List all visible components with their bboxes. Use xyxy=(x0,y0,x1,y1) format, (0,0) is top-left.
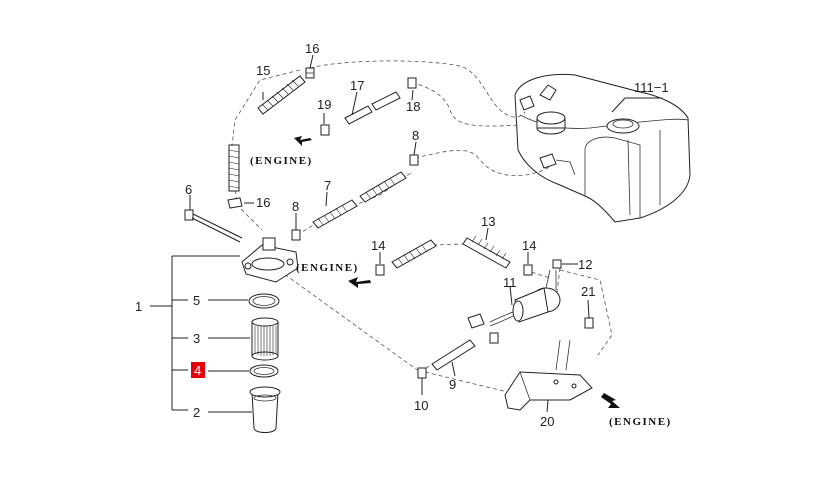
pipe-17[interactable] xyxy=(344,91,401,125)
label-part-4[interactable]: 4 xyxy=(194,363,201,378)
label-part-14-left[interactable]: 14 xyxy=(371,238,385,253)
label-part-9[interactable]: 9 xyxy=(449,377,456,392)
o-ring-5[interactable] xyxy=(248,293,280,309)
label-part-7[interactable]: 7 xyxy=(324,178,331,193)
label-part-1[interactable]: 1 xyxy=(135,299,142,314)
label-part-3[interactable]: 3 xyxy=(193,331,200,346)
label-part-12[interactable]: 12 xyxy=(578,257,592,272)
bolt-6[interactable] xyxy=(184,209,243,243)
label-part-16-top[interactable]: 16 xyxy=(305,41,319,56)
label-part-17[interactable]: 17 xyxy=(350,78,364,93)
label-part-111-1[interactable]: 111−1 xyxy=(634,80,669,95)
filter-bowl-2[interactable] xyxy=(249,386,281,433)
bolt-12[interactable] xyxy=(552,259,578,269)
engine-arrow-mid xyxy=(348,277,371,288)
clamp-10[interactable] xyxy=(417,367,427,395)
clamp-8-left[interactable] xyxy=(291,229,301,241)
spring-hose-7[interactable] xyxy=(312,171,407,229)
assembly-bracket-1 xyxy=(150,255,240,411)
label-part-4-highlight[interactable]: 4 xyxy=(191,362,205,378)
label-part-5[interactable]: 5 xyxy=(193,293,200,308)
clamp-14-left[interactable] xyxy=(375,264,385,276)
clamp-18[interactable] xyxy=(407,77,417,89)
label-part-11[interactable]: 11 xyxy=(503,275,517,290)
label-part-21[interactable]: 21 xyxy=(581,284,595,299)
label-part-18[interactable]: 18 xyxy=(406,99,420,114)
engine-label-mid: (ENGINE) xyxy=(296,262,359,274)
clamp-8-top[interactable] xyxy=(409,154,419,166)
engine-label-top: (ENGINE) xyxy=(250,155,313,167)
clamp-16-lower[interactable] xyxy=(227,197,243,209)
spring-hose-13-right[interactable] xyxy=(462,235,511,269)
clamp-14-right[interactable] xyxy=(523,264,533,276)
clamp-mid[interactable] xyxy=(489,332,499,344)
engine-arrow-bottom xyxy=(601,393,620,408)
label-part-19[interactable]: 19 xyxy=(317,97,331,112)
engine-arrow-top xyxy=(294,136,312,146)
label-part-13[interactable]: 13 xyxy=(481,214,495,229)
clamp-16-top[interactable] xyxy=(305,67,315,79)
fuel-pump-11[interactable] xyxy=(467,269,561,329)
label-part-8-left[interactable]: 8 xyxy=(292,199,299,214)
label-part-20[interactable]: 20 xyxy=(540,414,554,429)
clamp-21[interactable] xyxy=(584,299,594,329)
spring-hose-vertical[interactable] xyxy=(228,144,240,192)
spring-hose-15[interactable] xyxy=(257,75,306,115)
label-part-10[interactable]: 10 xyxy=(414,398,428,413)
label-part-2[interactable]: 2 xyxy=(193,405,200,420)
clamp-19[interactable] xyxy=(320,124,330,136)
engine-label-bottom: (ENGINE) xyxy=(609,416,672,428)
label-part-6[interactable]: 6 xyxy=(185,182,192,197)
label-part-16-lower[interactable]: 16 xyxy=(256,195,270,210)
bracket-20[interactable] xyxy=(504,339,593,413)
spring-hose-13-left[interactable] xyxy=(391,239,437,269)
o-ring-4[interactable] xyxy=(249,364,279,378)
label-part-14-right[interactable]: 14 xyxy=(522,238,536,253)
fuel-tank[interactable] xyxy=(514,73,691,223)
leader-lines xyxy=(189,54,662,413)
label-part-15[interactable]: 15 xyxy=(256,63,270,78)
label-part-8-top[interactable]: 8 xyxy=(412,128,419,143)
filter-head[interactable] xyxy=(241,237,299,283)
pipe-9[interactable] xyxy=(431,339,476,377)
filter-element-3[interactable] xyxy=(251,317,279,361)
